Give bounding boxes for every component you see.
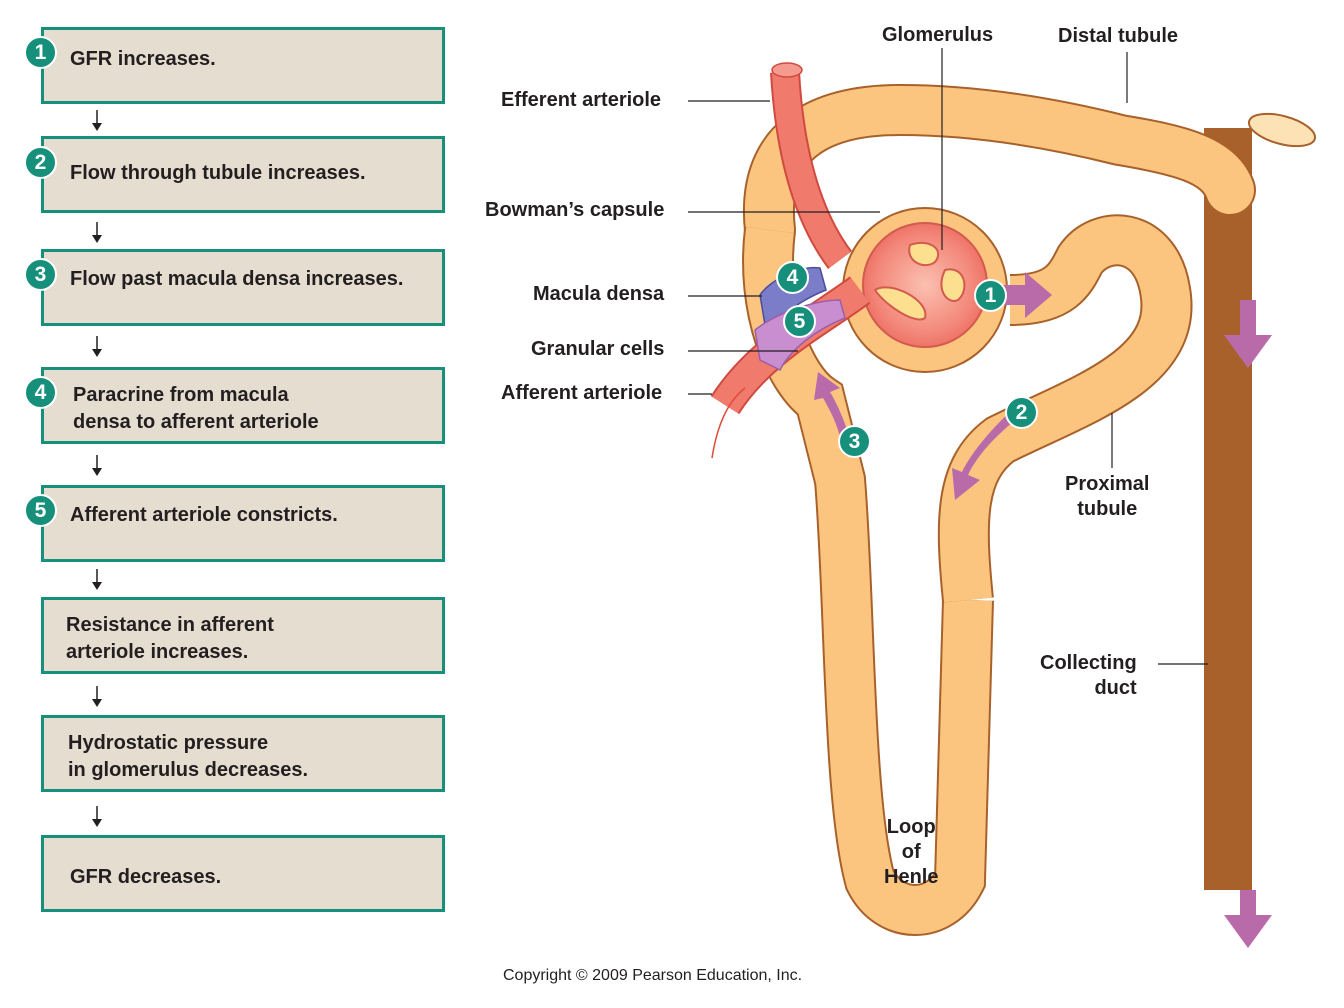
step-text-7: Hydrostatic pressure in glomerulus decre… (68, 732, 309, 781)
down-arrow-icon (92, 110, 102, 131)
step-box-6: Resistance in afferent arteriole increas… (41, 597, 445, 674)
label-granular-cells: Granular cells (531, 338, 665, 360)
copyright: Copyright © 2009 Pearson Education, Inc. (503, 967, 803, 984)
step-box-3: Flow past macula densa increases. (41, 249, 445, 326)
label-macula-densa: Macula densa (533, 283, 665, 305)
step-text-6: Resistance in afferent arteriole increas… (66, 614, 274, 663)
distal-tubule (742, 83, 1256, 936)
down-arrow-icon (92, 686, 102, 707)
label-efferent-arteriole: Efferent arteriole (501, 89, 662, 111)
marker-4: 4 (776, 261, 809, 294)
step-text-2: Flow through tubule increases. (70, 162, 366, 184)
step-text-5: Afferent arteriole constricts. (70, 504, 338, 526)
glomerulus (862, 222, 988, 348)
label-proximal-tubule: Proximal tubule (1065, 473, 1150, 520)
step-badge-2: 2 (24, 146, 57, 179)
marker-3: 3 (838, 425, 871, 458)
flow-arrow-2 (952, 410, 1018, 500)
step-text-1: GFR increases. (70, 48, 216, 70)
down-arrow-icon (92, 336, 102, 357)
step-box-4: Paracrine from macula densa to afferent … (41, 367, 445, 444)
collecting-duct (1204, 112, 1317, 890)
efferent-arteriole (770, 62, 853, 269)
step-text-8: GFR decreases. (70, 866, 222, 888)
step-text-3: Flow past macula densa increases. (70, 268, 404, 290)
down-arrow-icon (92, 222, 102, 243)
label-bowmans-capsule: Bowman’s capsule (485, 199, 665, 221)
flow-arrow-collecting (1224, 300, 1272, 368)
step-box-8: GFR decreases. (41, 835, 445, 912)
label-distal-tubule: Distal tubule (1058, 25, 1179, 47)
down-arrow-icon (92, 806, 102, 827)
label-afferent-arteriole: Afferent arteriole (501, 382, 663, 404)
step-box-1: GFR increases. (41, 27, 445, 104)
down-arrow-icon (92, 569, 102, 590)
step-box-7: Hydrostatic pressure in glomerulus decre… (41, 715, 445, 792)
step-badge-1: 1 (24, 36, 57, 69)
step-box-2: Flow through tubule increases. (41, 136, 445, 213)
step-text-4: Paracrine from macula densa to afferent … (73, 384, 319, 433)
label-loop-of-henle: Loop of Henle (884, 816, 939, 888)
label-glomerulus: Glomerulus (882, 24, 994, 46)
step-box-5: Afferent arteriole constricts. (41, 485, 445, 562)
down-arrow-icon (92, 455, 102, 476)
marker-5: 5 (783, 305, 816, 338)
step-badge-5: 5 (24, 494, 57, 527)
marker-2: 2 (1005, 396, 1038, 429)
step-badge-3: 3 (24, 258, 57, 291)
label-collecting-duct: Collecting duct (1040, 652, 1137, 699)
step-badge-4: 4 (24, 376, 57, 409)
marker-1: 1 (974, 279, 1007, 312)
flow-arrow-out (1224, 890, 1272, 948)
